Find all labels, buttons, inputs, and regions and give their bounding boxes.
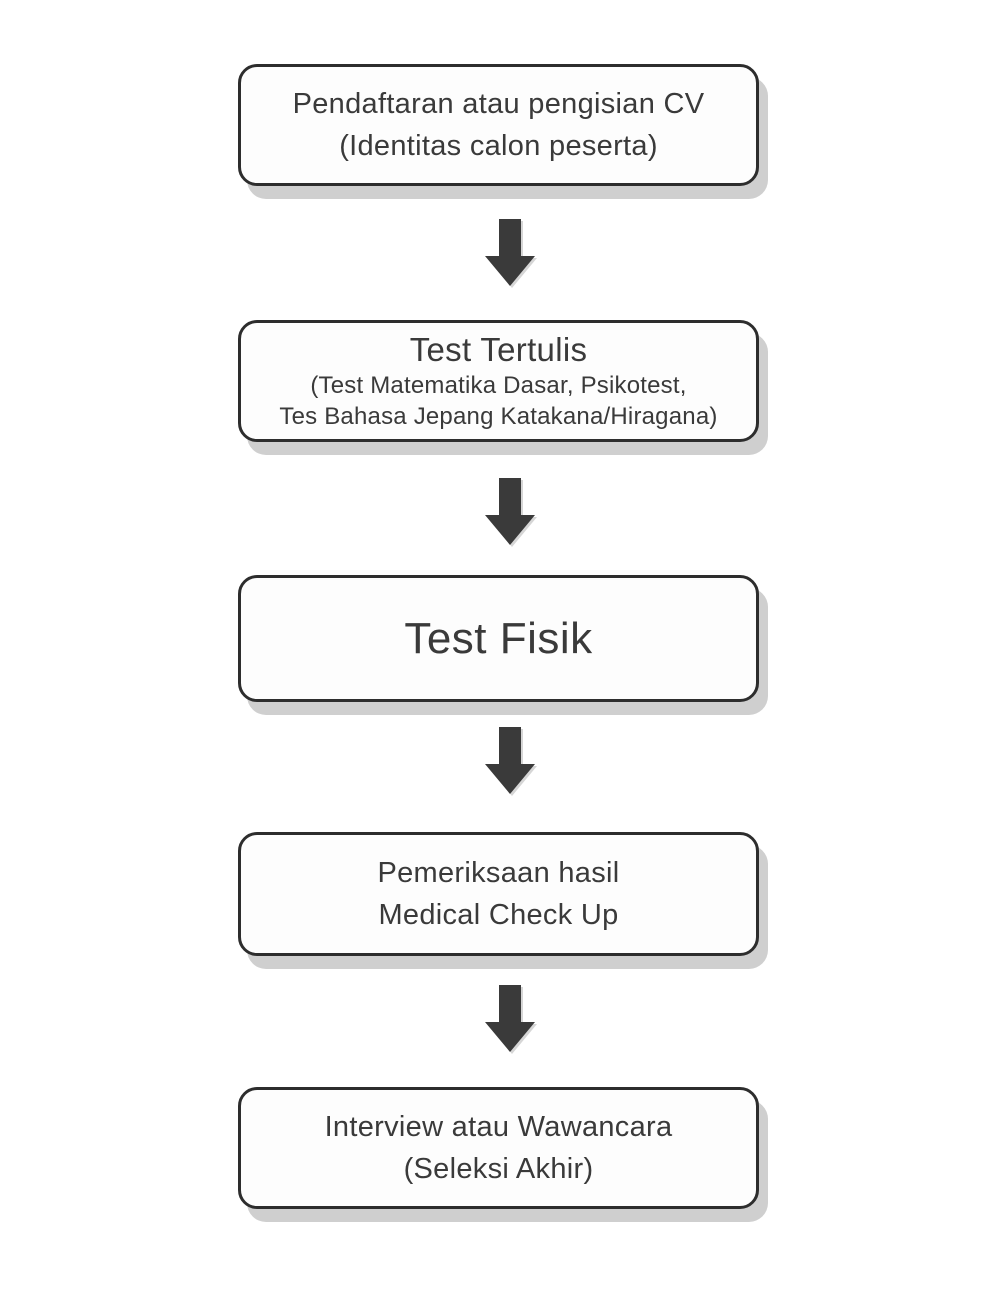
step-subtitle-2: Tes Bahasa Jepang Katakana/Hiragana)	[279, 403, 718, 430]
flow-step-pendaftaran: Pendaftaran atau pengisian CV (Identitas…	[238, 64, 759, 186]
down-arrow-icon	[485, 219, 535, 286]
down-arrow-shape	[485, 219, 535, 286]
step-subtitle: (Test Matematika Dasar, Psikotest,	[310, 372, 687, 399]
step-title: Test Tertulis	[409, 331, 588, 368]
step-subtitle: (Seleksi Akhir)	[403, 1153, 594, 1185]
down-arrow-shape	[485, 727, 535, 794]
step-title: Test Fisik	[404, 613, 593, 663]
step-subtitle: (Identitas calon peserta)	[339, 130, 658, 162]
step-title: Pendaftaran atau pengisian CV	[292, 88, 705, 120]
step-title: Pemeriksaan hasil	[377, 857, 620, 889]
down-arrow-icon	[485, 478, 535, 545]
down-arrow-icon	[485, 727, 535, 794]
flow-step-test-tertulis: Test Tertulis (Test Matematika Dasar, Ps…	[238, 320, 759, 442]
flow-step-medical-check-up: Pemeriksaan hasil Medical Check Up	[238, 832, 759, 956]
flow-step-test-fisik: Test Fisik	[238, 575, 759, 702]
down-arrow-shape	[485, 478, 535, 545]
step-title: Interview atau Wawancara	[324, 1111, 673, 1143]
down-arrow-shape	[485, 985, 535, 1052]
down-arrow-icon	[485, 985, 535, 1052]
step-subtitle: Medical Check Up	[378, 899, 619, 931]
flow-step-interview: Interview atau Wawancara (Seleksi Akhir)	[238, 1087, 759, 1209]
